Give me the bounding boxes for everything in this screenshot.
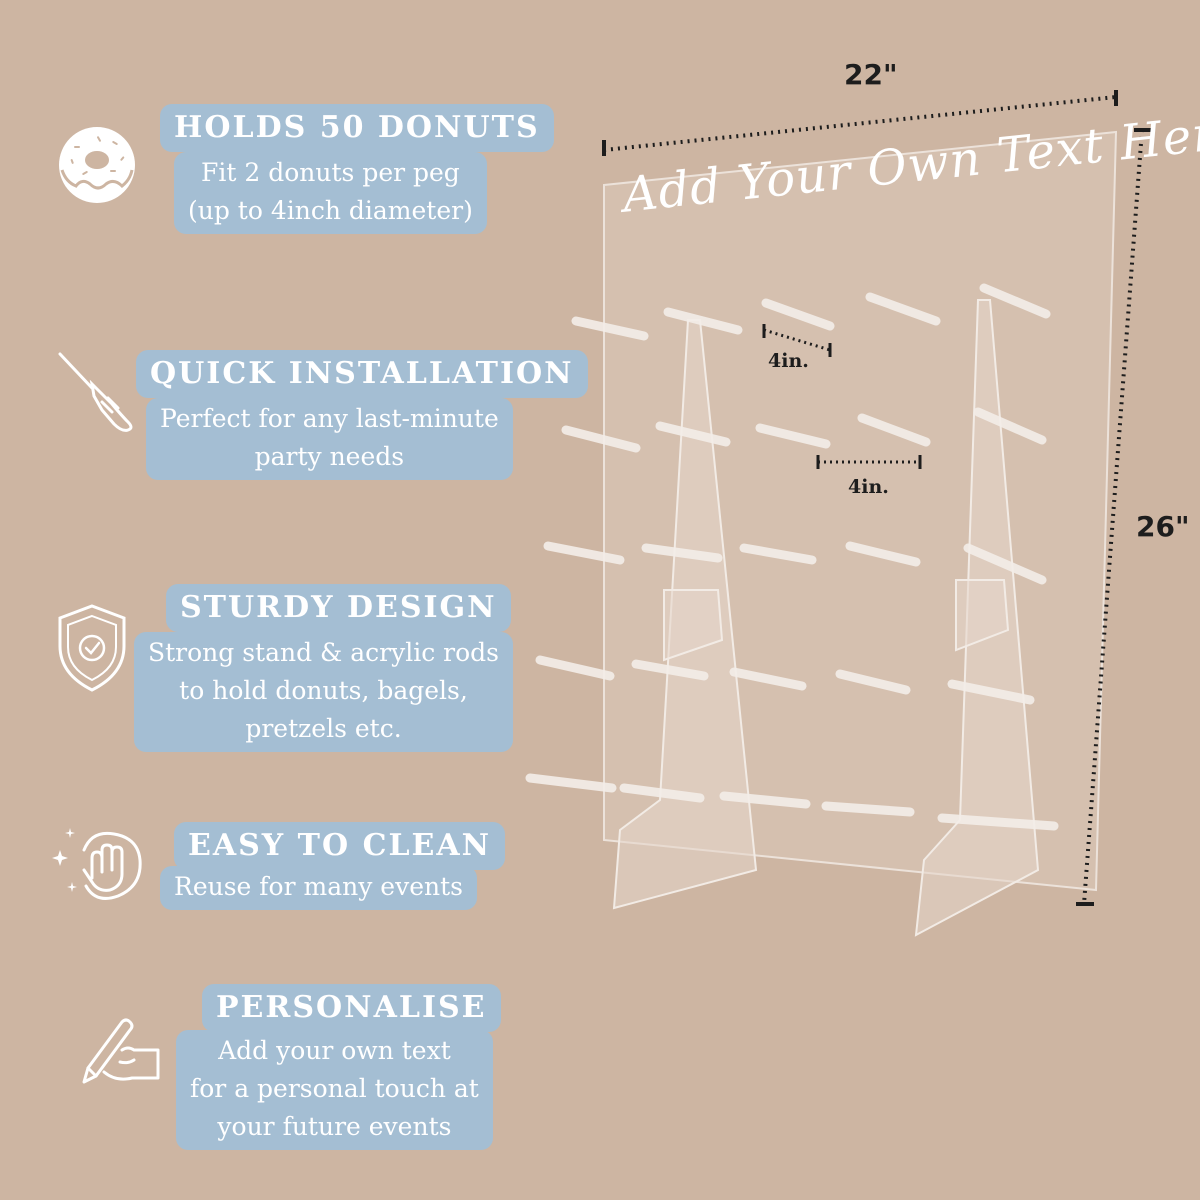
feature-description: Perfect for any last-minute party needs	[146, 398, 513, 480]
feature-desc-line: pretzels etc.	[245, 714, 402, 743]
feature-desc-line: for a personal touch at	[190, 1074, 479, 1103]
peg-spacing-label: 4in.	[848, 476, 889, 498]
pen-hand-icon	[82, 1018, 160, 1084]
feature-desc-line: your future events	[217, 1112, 452, 1141]
feature-quick-installation: QUICK INSTALLATION Perfect for any last-…	[0, 0, 588, 480]
shield-check-icon	[58, 604, 126, 692]
peg-spacing-label: 4in.	[768, 350, 809, 372]
height-label: 26"	[1136, 510, 1190, 543]
feature-desc-line: Add your own text	[218, 1036, 451, 1065]
feature-desc-line: Strong stand & acrylic rods	[148, 638, 500, 667]
width-label: 22"	[844, 58, 898, 91]
feature-description: Add your own text for a personal touch a…	[176, 1030, 493, 1150]
feature-sturdy-design: STURDY DESIGN Strong stand & acrylic rod…	[0, 0, 560, 760]
feature-desc-line: Fit 2 donuts per peg	[201, 158, 460, 187]
peg-spacing-dimension-2	[816, 455, 922, 469]
feature-description: Strong stand & acrylic rods to hold donu…	[134, 632, 514, 752]
feature-desc-line: Perfect for any last-minute	[160, 404, 499, 433]
screwdriver-icon	[58, 352, 133, 432]
feature-title: STURDY DESIGN	[166, 584, 511, 632]
feature-description: Fit 2 donuts per peg (up to 4inch diamet…	[174, 152, 487, 234]
peg-spacing-dimension-1	[762, 324, 832, 357]
feature-title: HOLDS 50 DONUTS	[160, 104, 554, 152]
feature-title: PERSONALISE	[202, 984, 501, 1032]
feature-desc-line: Reuse for many events	[174, 872, 463, 901]
height-dimension-line	[1076, 128, 1152, 906]
feature-holds-50-donuts: HOLDS 50 DONUTS Fit 2 donuts per peg (up…	[0, 0, 560, 240]
feature-description: Reuse for many events	[160, 866, 477, 910]
wiping-hand-icon	[52, 828, 142, 900]
feature-desc-line: to hold donuts, bagels,	[179, 676, 468, 705]
feature-desc-line: party needs	[254, 442, 405, 471]
donut-icon	[59, 127, 135, 203]
left-stand	[612, 319, 758, 910]
right-stand	[914, 299, 1040, 937]
feature-title: EASY TO CLEAN	[174, 822, 506, 870]
feature-easy-to-clean: EASY TO CLEAN Reuse for many events	[0, 0, 560, 920]
width-dimension-line	[602, 90, 1118, 156]
feature-title: QUICK INSTALLATION	[136, 350, 588, 398]
feature-desc-line: (up to 4inch diameter)	[188, 196, 473, 225]
feature-personalise: PERSONALISE Add your own text for a pers…	[0, 0, 560, 1150]
acrylic-pegs	[525, 283, 1059, 831]
